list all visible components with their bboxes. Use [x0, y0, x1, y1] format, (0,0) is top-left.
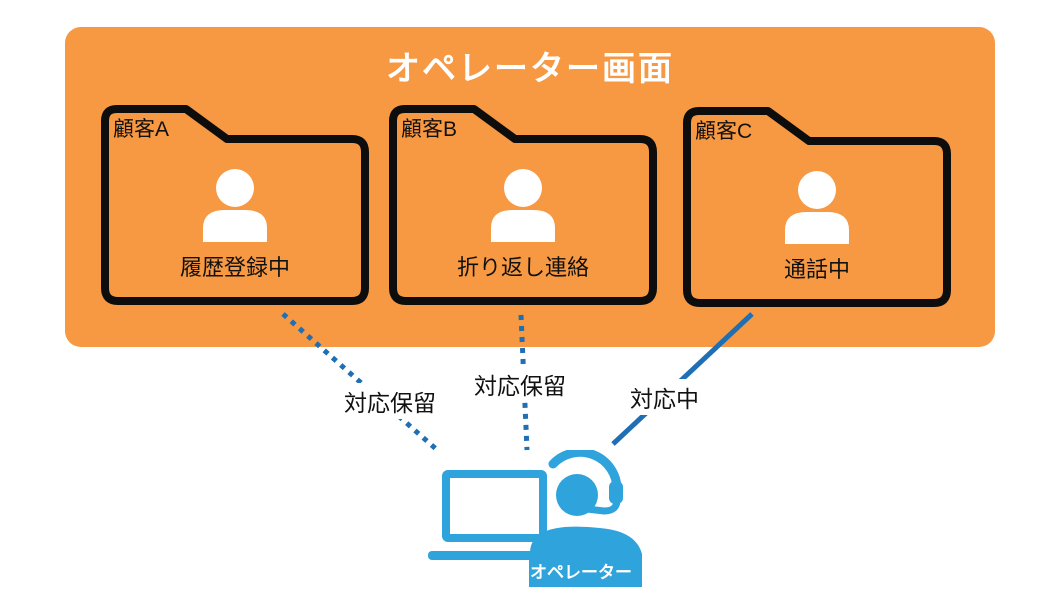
customer-folder-a: 顧客A 履歴登録中 [100, 104, 370, 309]
connection-label-c: 対応中 [627, 379, 702, 415]
customer-name: 顧客C [695, 120, 753, 143]
connection-line-a-dotted [281, 312, 438, 451]
operator-headset-laptop-icon: オペレーター [428, 450, 642, 587]
connection-label-a: 対応保留 [341, 383, 439, 419]
headset-person-icon: オペレーター [529, 450, 642, 587]
connection-label-b: 対応保留 [471, 366, 569, 402]
folder-icon [389, 105, 657, 305]
customer-folder-c: 顧客C 通話中 [682, 106, 952, 311]
customer-status: 折り返し連絡 [456, 255, 589, 280]
folder-icon [683, 107, 951, 307]
person-icon [785, 171, 849, 244]
customer-name: 顧客A [113, 118, 170, 141]
customer-name: 顧客B [401, 118, 458, 141]
person-icon [203, 169, 267, 242]
panel-title: オペレーター画面 [386, 50, 674, 88]
laptop-icon [428, 470, 547, 560]
customer-folder-b: 顧客B 折り返し連絡 [388, 104, 658, 309]
folder-icon [101, 105, 369, 305]
person-icon [491, 169, 555, 242]
customer-status: 履歴登録中 [179, 255, 290, 280]
customer-status: 通話中 [783, 257, 850, 282]
operator-label: オペレーター [530, 563, 632, 582]
